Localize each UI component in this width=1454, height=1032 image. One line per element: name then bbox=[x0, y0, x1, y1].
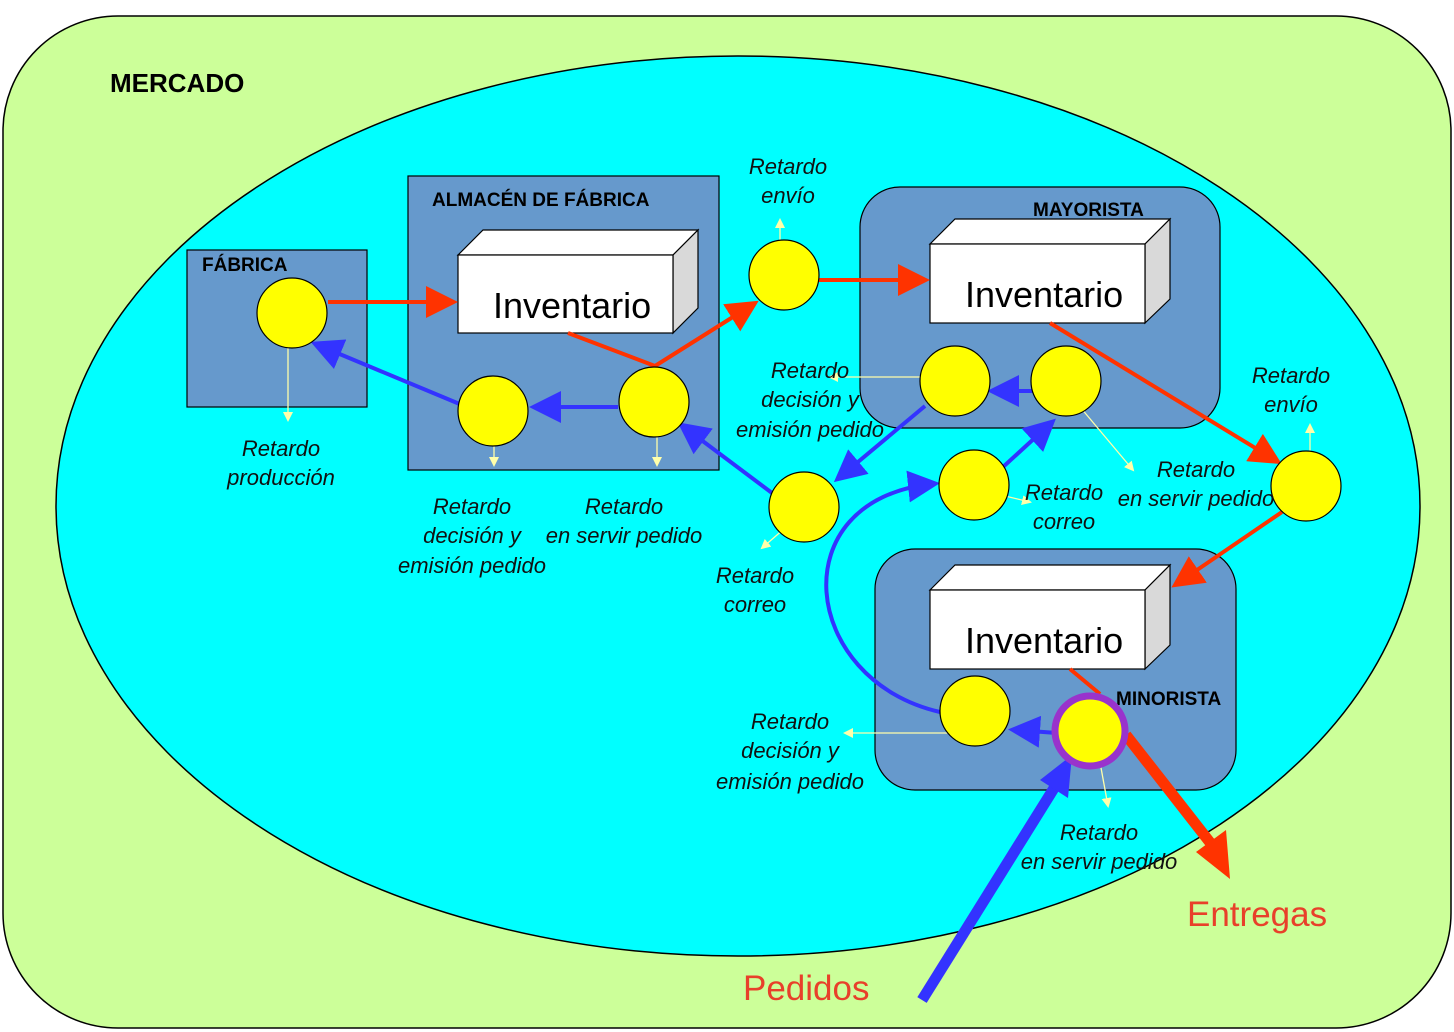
node-retailer-service-ring bbox=[1051, 692, 1129, 770]
arrow-retailer-order-to-mail bbox=[824, 470, 941, 714]
svg-text:emisión pedido: emisión pedido bbox=[736, 417, 884, 442]
label-factory-delay: Retardo producción bbox=[226, 436, 335, 490]
label-mail-delay-2: Retardo correo bbox=[1025, 480, 1103, 534]
svg-text:Retardo: Retardo bbox=[771, 358, 849, 383]
factory-box bbox=[186, 249, 368, 408]
svg-text:Retardo: Retardo bbox=[242, 436, 320, 461]
retailer-title: MINORISTA bbox=[1116, 689, 1221, 710]
node-warehouse-service bbox=[618, 366, 690, 438]
label-warehouse-order-delay: Retardo decisión y emisión pedido bbox=[398, 494, 546, 578]
arrow-shipping-to-retailer bbox=[1171, 510, 1284, 588]
warehouse-title: ALMACÉN DE FÁBRICA bbox=[432, 189, 650, 211]
deliveries-label: Entregas bbox=[1187, 895, 1327, 934]
node-warehouse-order bbox=[457, 375, 529, 447]
label-retailer-order-delay: Retardo decisión y emisión pedido bbox=[716, 709, 864, 794]
deliveries-arrow bbox=[1121, 731, 1230, 879]
node-shipping-2 bbox=[1270, 450, 1342, 522]
arrow-wholesaler-order-to-mail bbox=[833, 404, 927, 483]
label-shipping-delay-2: Retardo envío bbox=[1252, 363, 1330, 417]
delay-nodes bbox=[256, 239, 1342, 747]
arrow-warehouse-order-to-factory bbox=[310, 339, 463, 407]
svg-text:Retardo: Retardo bbox=[751, 709, 829, 734]
svg-text:emisión pedido: emisión pedido bbox=[398, 553, 546, 578]
svg-text:Inventario: Inventario bbox=[965, 620, 1123, 661]
svg-text:en servir pedido: en servir pedido bbox=[1021, 849, 1178, 874]
node-wholesaler-order bbox=[919, 345, 991, 417]
order-flow-arrows bbox=[310, 339, 1058, 748]
svg-text:producción: producción bbox=[226, 465, 335, 490]
arrow-mail-to-warehouse bbox=[677, 422, 774, 495]
label-wholesaler-service-delay: Retardo en servir pedido bbox=[1118, 457, 1275, 511]
svg-text:Retardo: Retardo bbox=[1157, 457, 1235, 482]
svg-text:en servir pedido: en servir pedido bbox=[1118, 486, 1275, 511]
svg-text:decisión y: decisión y bbox=[423, 523, 523, 548]
node-mail-1 bbox=[768, 471, 840, 543]
svg-text:Retardo: Retardo bbox=[433, 494, 511, 519]
label-mail-delay-1: Retardo correo bbox=[716, 563, 794, 617]
svg-text:correo: correo bbox=[724, 592, 786, 617]
svg-text:decisión y: decisión y bbox=[761, 387, 861, 412]
node-shipping-1 bbox=[748, 239, 820, 311]
arrow-mail-to-wholesaler bbox=[1001, 418, 1056, 469]
svg-text:envío: envío bbox=[1264, 392, 1318, 417]
arrow-retailer-inventory-out bbox=[1068, 667, 1102, 696]
node-wholesaler-service bbox=[1030, 345, 1102, 417]
orders-arrow bbox=[917, 755, 1072, 1003]
label-retailer-service-delay: Retardo en servir pedido bbox=[1021, 820, 1178, 874]
svg-text:Retardo: Retardo bbox=[716, 563, 794, 588]
svg-text:emisión pedido: emisión pedido bbox=[716, 769, 864, 794]
material-flow-arrows bbox=[328, 264, 1284, 696]
svg-text:Retardo: Retardo bbox=[749, 154, 827, 179]
svg-text:Retardo: Retardo bbox=[1025, 480, 1103, 505]
arrow-warehouse-inventory-out bbox=[567, 331, 656, 368]
node-retailer-order bbox=[939, 675, 1011, 747]
label-warehouse-service-delay: Retardo en servir pedido bbox=[546, 494, 703, 548]
node-factory-production bbox=[256, 277, 328, 349]
svg-text:Retardo: Retardo bbox=[585, 494, 663, 519]
wholesaler-title: MAYORISTA bbox=[1033, 200, 1144, 221]
label-shipping-delay-1: Retardo envío bbox=[749, 154, 827, 208]
orders-label: Pedidos bbox=[743, 969, 869, 1008]
svg-text:decisión y: decisión y bbox=[741, 738, 841, 763]
node-mail-2 bbox=[938, 449, 1010, 521]
retailer-inventory: Inventario bbox=[928, 563, 1172, 671]
arrow-wholesaler-inventory-out bbox=[1048, 321, 1282, 465]
svg-text:correo: correo bbox=[1033, 509, 1095, 534]
warehouse-inventory: Inventario bbox=[456, 228, 700, 335]
svg-text:Retardo: Retardo bbox=[1252, 363, 1330, 388]
svg-text:envío: envío bbox=[761, 183, 815, 208]
svg-text:Retardo: Retardo bbox=[1060, 820, 1138, 845]
arrow-retailer-service-to-order bbox=[1008, 715, 1058, 748]
svg-text:en servir pedido: en servir pedido bbox=[546, 523, 703, 548]
label-wholesaler-order-delay: Retardo decisión y emisión pedido bbox=[736, 358, 884, 442]
market-title: MERCADO bbox=[110, 68, 244, 98]
arrow-warehouse-to-shipping bbox=[653, 300, 759, 368]
svg-text:Inventario: Inventario bbox=[965, 274, 1123, 315]
svg-text:Inventario: Inventario bbox=[493, 285, 651, 326]
wholesaler-inventory: Inventario bbox=[928, 217, 1172, 325]
factory-title: FÁBRICA bbox=[202, 254, 288, 276]
